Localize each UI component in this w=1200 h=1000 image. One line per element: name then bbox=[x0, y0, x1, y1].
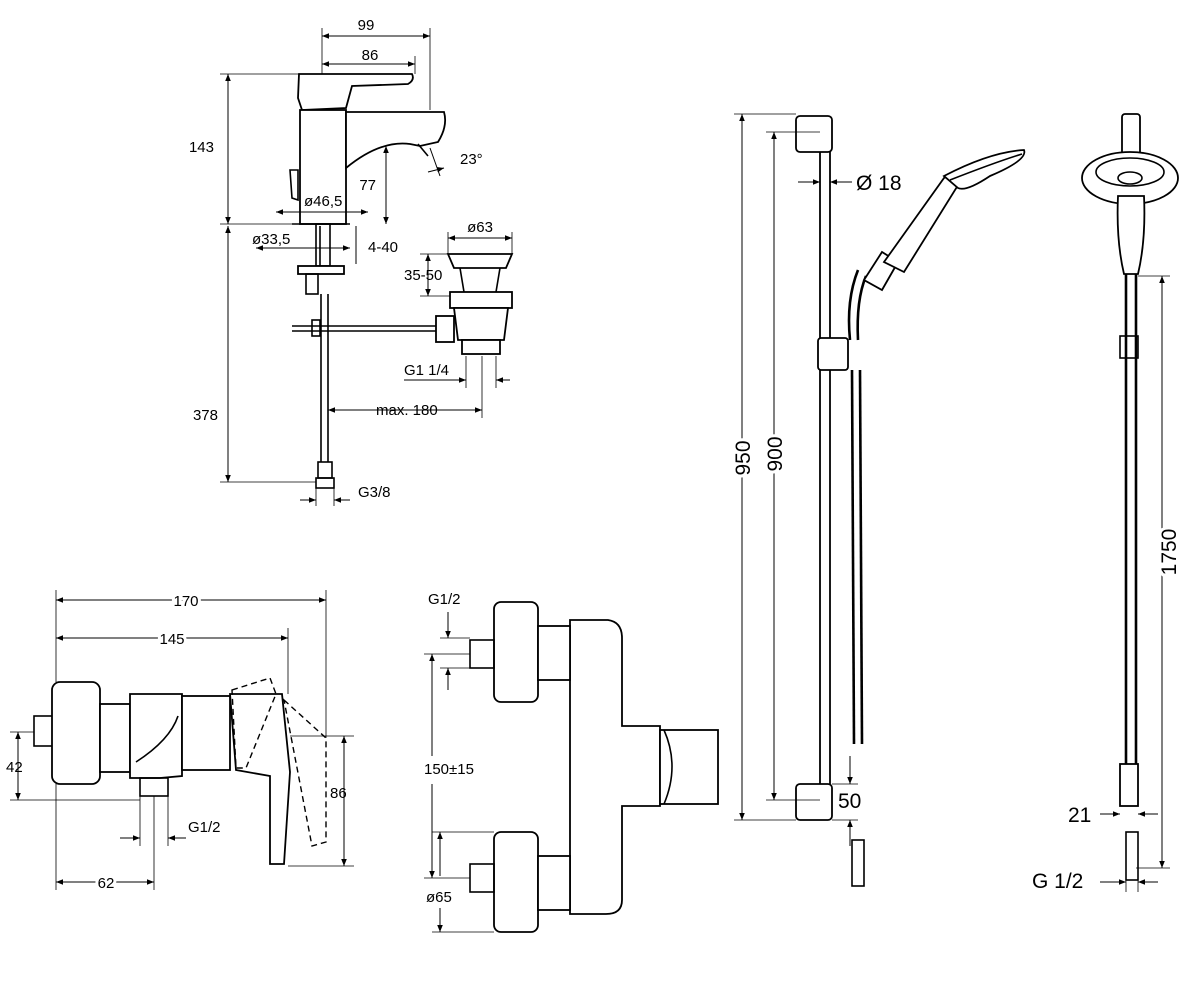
basin-mixer-drawing: 99 86 143 77 23° ø46,5 ø33,5 4-40 ø63 35… bbox=[189, 17, 514, 506]
dim-basin-deck-thickness: 4-40 bbox=[368, 239, 398, 256]
dim-front-inlet-spacing: 150±15 bbox=[424, 761, 474, 778]
dim-basin-width-overall: 99 bbox=[358, 17, 375, 34]
shower-mixer-side-labels: 170 145 42 86 G1/2 62 bbox=[6, 590, 347, 895]
dim-rail-bracket-height: 50 bbox=[838, 790, 861, 813]
dim-basin-max-reach: max. 180 bbox=[376, 402, 438, 419]
shower-rail-drawing: 950 900 Ø 18 50 bbox=[729, 113, 1026, 887]
dim-rail-fixing-distance: 900 bbox=[764, 436, 787, 471]
shower-mixer-front-dimensions bbox=[424, 612, 494, 933]
dim-side-lever-width: 145 bbox=[159, 631, 184, 648]
dim-side-overall-width: 170 bbox=[173, 593, 198, 610]
dim-side-outlet-offset: 62 bbox=[98, 875, 115, 892]
dim-front-cover-diameter: ø65 bbox=[426, 889, 452, 906]
basin-mixer-dimensions bbox=[220, 28, 513, 506]
basin-mixer-body bbox=[289, 73, 447, 225]
shower-mixer-front-drawing: G1/2 150±15 ø65 bbox=[423, 591, 719, 933]
shower-hose-labels: 1750 21 G 1/2 bbox=[1032, 526, 1184, 893]
dim-side-axis-height: 42 bbox=[6, 759, 23, 776]
dim-hose-length: 1750 bbox=[1158, 529, 1181, 576]
dim-basin-hose-length: 378 bbox=[193, 407, 218, 424]
dim-basin-hole-diameter: ø33,5 bbox=[252, 231, 290, 248]
shower-mixer-front-labels: G1/2 150±15 ø65 bbox=[423, 591, 474, 909]
shower-hose-dimensions bbox=[1100, 275, 1170, 892]
basin-mixer-labels: 99 86 143 77 23° ø46,5 ø33,5 4-40 ø63 35… bbox=[189, 17, 493, 501]
shower-mixer-side-dimensions bbox=[10, 590, 354, 890]
shower-rail-labels: 950 900 Ø 18 50 bbox=[729, 172, 902, 813]
basin-mixer-popup-rod bbox=[292, 319, 440, 337]
dim-basin-spout-height: 77 bbox=[359, 177, 376, 194]
dim-hose-nut-width: 21 bbox=[1068, 804, 1091, 827]
dim-hose-thread: G 1/2 bbox=[1032, 870, 1083, 893]
shower-mixer-side-body bbox=[33, 677, 327, 865]
dim-basin-waste-diameter: ø63 bbox=[467, 219, 493, 236]
dim-basin-waste-thread: G1 1/4 bbox=[404, 362, 449, 379]
shower-mixer-front-body bbox=[469, 601, 719, 933]
dim-basin-waste-range: 35-50 bbox=[404, 267, 442, 284]
basin-waste bbox=[435, 253, 514, 355]
dim-front-inlet-thread: G1/2 bbox=[428, 591, 461, 608]
dim-side-outlet-thread: G1/2 bbox=[188, 819, 221, 836]
shower-rail-dimensions bbox=[734, 113, 858, 846]
dim-basin-angle: 23° bbox=[460, 151, 483, 168]
dim-rail-length: 950 bbox=[732, 440, 755, 475]
shower-rail-body bbox=[795, 115, 1026, 887]
shower-mixer-side-drawing: 170 145 42 86 G1/2 62 bbox=[6, 590, 354, 895]
dim-basin-width-spout: 86 bbox=[362, 47, 379, 64]
dim-basin-body-diameter: ø46,5 bbox=[304, 193, 342, 210]
shower-hose-body bbox=[1081, 113, 1179, 881]
dim-basin-hose-thread: G3/8 bbox=[358, 484, 391, 501]
dim-side-total-height: 86 bbox=[330, 785, 347, 802]
shower-hose-drawing: 1750 21 G 1/2 bbox=[1032, 113, 1184, 893]
dim-basin-height-total: 143 bbox=[189, 139, 214, 156]
basin-mixer-hose bbox=[297, 223, 345, 489]
dim-rail-diameter: Ø 18 bbox=[856, 172, 902, 195]
